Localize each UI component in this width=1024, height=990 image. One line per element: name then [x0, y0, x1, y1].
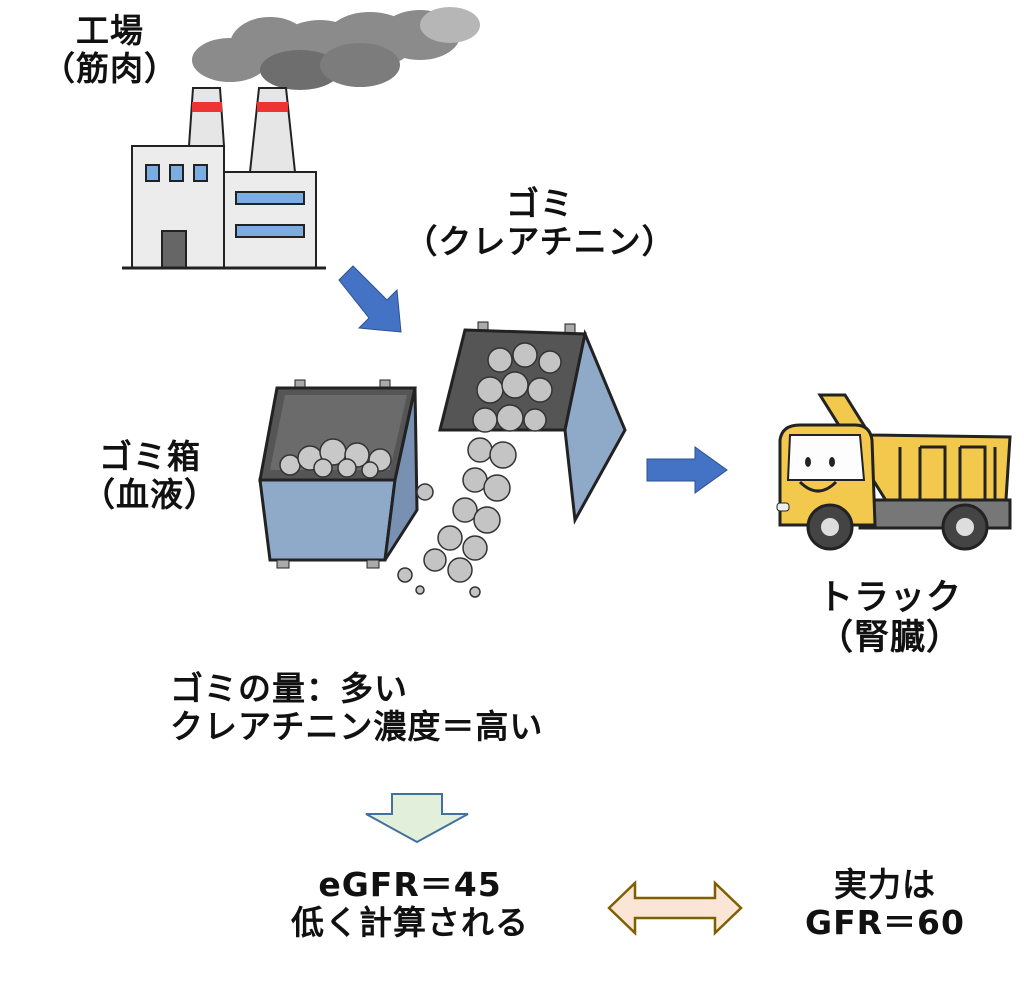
truck-label: トラック （腎臓）: [790, 578, 990, 659]
truck-title: トラック: [817, 578, 962, 618]
factory-title: 工場: [76, 11, 144, 50]
factory-subtitle: （筋肉）: [42, 48, 178, 88]
trash-bin-tipped: [397, 321, 627, 598]
bin-label: ゴミ箱 （血液）: [70, 438, 230, 514]
result-text: eGFR＝45 低く計算される: [255, 866, 565, 942]
waste-amount-text: ゴミの量：多い: [170, 669, 408, 708]
double-arrow-icon: [607, 880, 743, 936]
dump-truck-illustration: [776, 393, 1012, 551]
factory-door: [161, 230, 187, 269]
egfr-value: eGFR＝45: [318, 865, 502, 904]
chimney-left: [187, 87, 226, 147]
waste-label: ゴミ （クレアチニン）: [390, 185, 690, 261]
truck-smile: [798, 480, 838, 493]
factory-label: 工場 （筋肉）: [40, 12, 180, 88]
factory-building-annex: [223, 171, 317, 269]
waste-subtitle: （クレアチニン）: [404, 221, 676, 261]
trash-bins-illustration: [258, 321, 627, 598]
truck-subtitle: （腎臓）: [817, 618, 962, 659]
gfr-value: GFR＝60: [805, 902, 965, 942]
trash-bin-upright: [258, 379, 419, 569]
calculated-low-text: 低く計算される: [291, 902, 529, 942]
status-text: ゴミの量：多い クレアチニン濃度＝高い: [170, 670, 650, 746]
chimney-right: [248, 87, 297, 173]
bin-subtitle: （血液）: [82, 474, 218, 514]
arrow-bin-to-truck-icon: [646, 446, 728, 494]
smoke-cloud: [192, 7, 480, 90]
down-arrow-icon: [365, 793, 469, 844]
waste-title: ゴミ: [506, 184, 574, 223]
bin-title: ゴミ箱: [99, 437, 201, 476]
arrow-factory-to-bin-icon: [338, 265, 402, 333]
actual-gfr-text: 実力は GFR＝60: [770, 866, 1000, 942]
factory-illustration: [122, 7, 480, 270]
actual-label: 実力は: [834, 865, 936, 904]
creatinine-level-text: クレアチニン濃度＝高い: [170, 706, 544, 746]
